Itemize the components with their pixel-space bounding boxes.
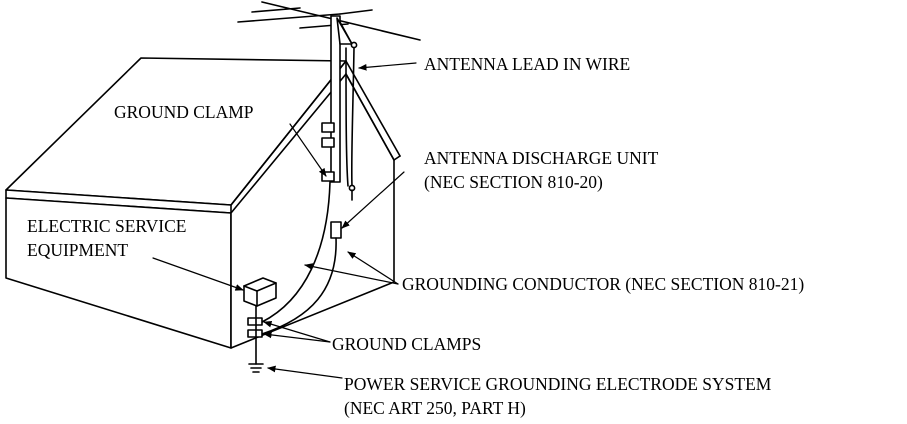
label-electrode-2: (NEC ART 250, PART H) bbox=[344, 398, 526, 418]
label-electric-service-2: EQUIPMENT bbox=[27, 240, 128, 260]
antenna-boom bbox=[261, 1, 421, 41]
leader-discharge-unit bbox=[341, 171, 405, 229]
mast-clamp-2 bbox=[321, 137, 335, 148]
antenna-element-4 bbox=[339, 9, 373, 15]
leader-electric-service bbox=[152, 257, 244, 291]
service-box-top-edge-2 bbox=[256, 282, 277, 292]
lead-in-top-terminal bbox=[350, 41, 358, 49]
mast-clamp-1 bbox=[321, 122, 335, 133]
label-ground-clamps: GROUND CLAMPS bbox=[332, 334, 481, 354]
leader-grounding-conductor-2 bbox=[347, 251, 399, 285]
label-electrode-1: POWER SERVICE GROUNDING ELECTRODE SYSTEM bbox=[344, 374, 772, 394]
grounding-conductor-from-discharge bbox=[261, 237, 337, 335]
service-box-body bbox=[243, 277, 277, 307]
antenna bbox=[237, 1, 421, 201]
leader-electrode bbox=[267, 365, 343, 379]
antenna-mast bbox=[330, 15, 341, 183]
leader-ground-clamp bbox=[289, 123, 327, 177]
house bbox=[5, 57, 401, 349]
label-ground-clamp: GROUND CLAMP bbox=[114, 102, 254, 122]
antenna-lead-in-wire-2 bbox=[345, 47, 349, 187]
gable-edge-outer bbox=[345, 60, 401, 157]
label-discharge-unit-1: ANTENNA DISCHARGE UNIT bbox=[424, 148, 659, 168]
leader-grounding-conductor-1 bbox=[304, 263, 399, 285]
ground-clamp-upper bbox=[247, 317, 263, 326]
roof-ridge-edge bbox=[230, 60, 347, 206]
house-wall-front bbox=[230, 73, 395, 349]
label-grounding-conductor: GROUNDING CONDUCTOR (NEC SECTION 810-21) bbox=[402, 274, 804, 294]
ground-clamp-lower bbox=[247, 329, 263, 338]
antenna-element-2 bbox=[237, 13, 341, 23]
electric-service-box bbox=[243, 277, 277, 307]
label-antenna-lead-in-wire: ANTENNA LEAD IN WIRE bbox=[424, 54, 630, 74]
antenna-lead-in-wire bbox=[350, 47, 355, 187]
mast-bracket-brace bbox=[339, 21, 353, 45]
antenna-discharge-unit bbox=[330, 221, 342, 239]
label-electric-service-1: ELECTRIC SERVICE bbox=[27, 216, 187, 236]
gable-edge-cap bbox=[393, 155, 401, 161]
label-discharge-unit-2: (NEC SECTION 810-20) bbox=[424, 172, 603, 192]
leader-ground-clamps-2 bbox=[263, 331, 331, 343]
leader-ground-clamps-1 bbox=[263, 320, 331, 343]
service-box-top-edge-1 bbox=[243, 285, 258, 292]
leader-lines bbox=[152, 62, 417, 379]
leader-antenna-lead-in bbox=[358, 62, 417, 71]
